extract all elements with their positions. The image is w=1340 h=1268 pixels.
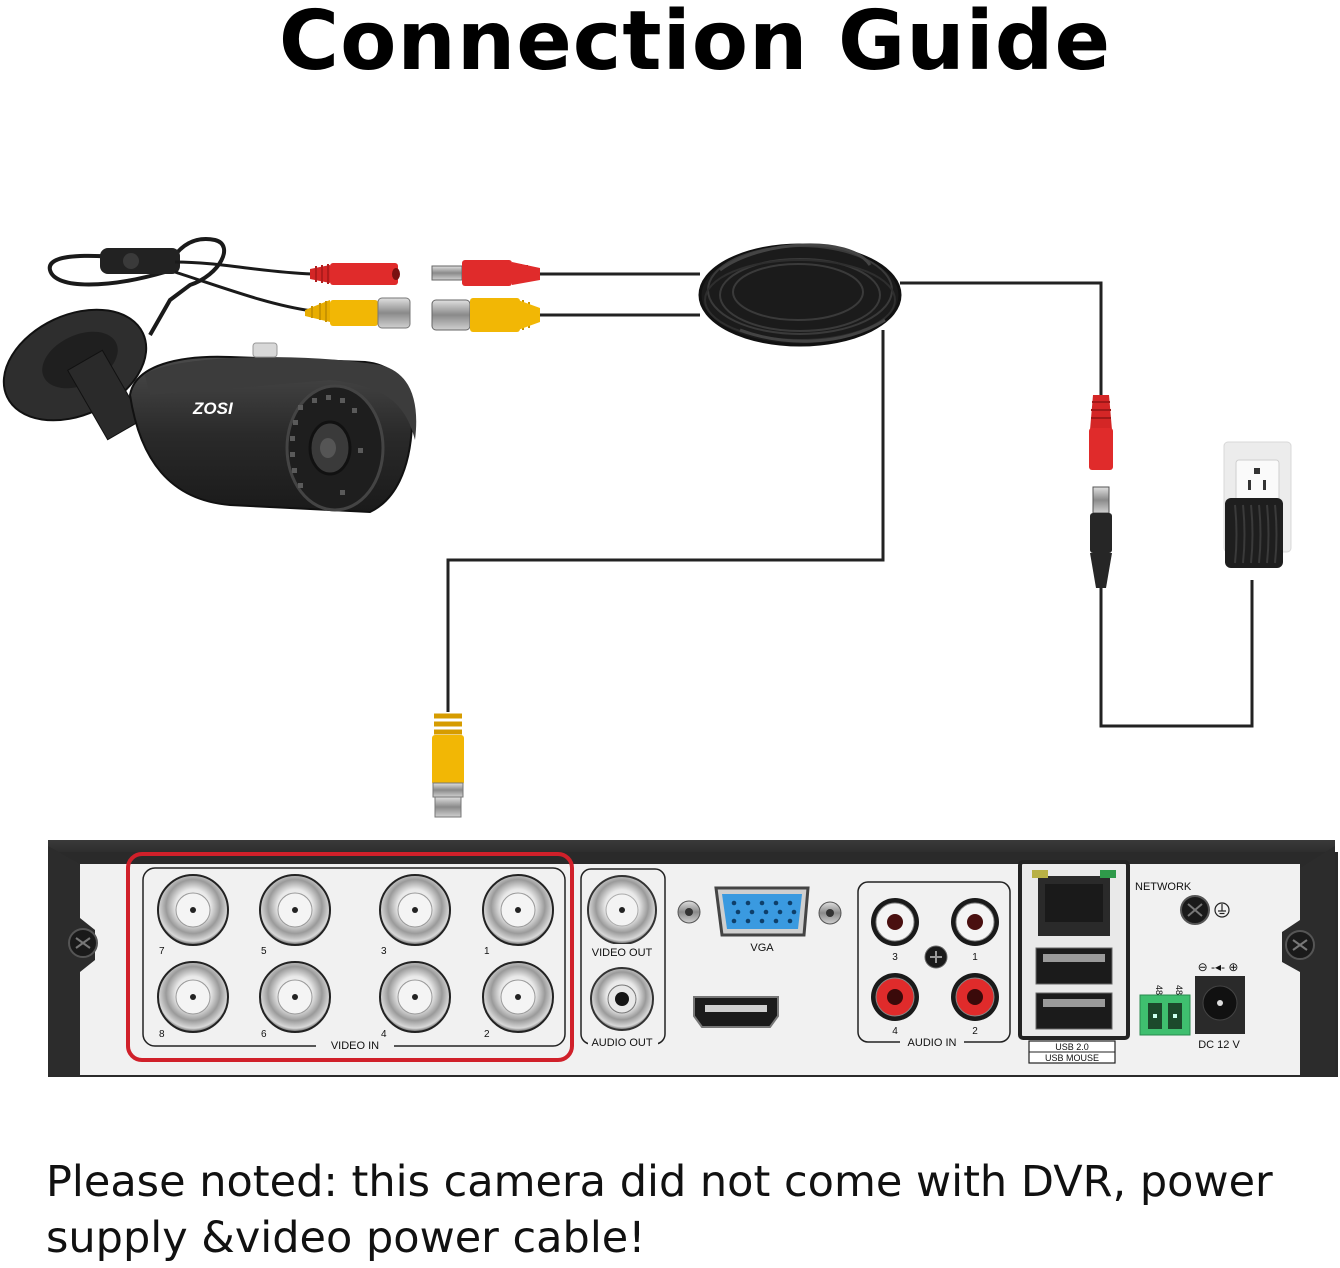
video-in-port-label: 6: [261, 1029, 267, 1040]
video-in-ports: 7 5 3 1 8 6 4 2: [157, 874, 554, 1040]
usb-label-line2: USB MOUSE: [1045, 1053, 1099, 1063]
camera-adjust-knob: [252, 342, 278, 358]
video-in-port-7[interactable]: [157, 874, 229, 946]
network-led-right: [1100, 870, 1116, 878]
audio-in-port-4[interactable]: [871, 973, 919, 1021]
video-in-port-label: 4: [381, 1029, 387, 1040]
audio-out-port[interactable]: [590, 967, 654, 1031]
video-in-port-2[interactable]: [482, 961, 554, 1033]
video-in-port-5[interactable]: [259, 874, 331, 946]
audio-in-port-label: 1: [972, 952, 978, 963]
video-in-port-label: 8: [159, 1029, 165, 1040]
video-in-port-label: 5: [261, 946, 267, 957]
video-in-port-label: 3: [381, 946, 387, 957]
video-in-port-8[interactable]: [157, 961, 229, 1033]
video-out-port[interactable]: [587, 875, 657, 945]
power-female-connector: [1089, 395, 1113, 470]
video-in-port-4[interactable]: [379, 961, 451, 1033]
bullet-camera: ZOSI: [2, 237, 417, 514]
power-adapter: [1225, 498, 1283, 568]
cable-bnc-plug: [431, 298, 540, 332]
video-cable-line: [446, 330, 885, 712]
adapter-cable-line: [1099, 580, 1254, 728]
video-in-label: VIDEO IN: [331, 1040, 379, 1052]
cable-junction: [100, 248, 180, 274]
video-in-port-label: 7: [159, 946, 165, 957]
audio-in-port-label: 4: [892, 1026, 898, 1037]
audio-in-port-2[interactable]: [951, 973, 999, 1021]
camera-power-connector: [310, 263, 400, 285]
dvr-right-bracket: [1282, 846, 1335, 1075]
audio-in-port-3[interactable]: [871, 898, 919, 946]
video-in-port-label: 2: [484, 1029, 490, 1040]
ground-symbol-icon: [1214, 902, 1230, 918]
cable-lines: [446, 272, 1254, 728]
power-male-plug: [1090, 486, 1112, 588]
vga-label: VGA: [750, 942, 774, 954]
network-led-left: [1032, 870, 1048, 878]
camera-lens-center: [320, 438, 336, 458]
audio-out-label: AUDIO OUT: [591, 1037, 652, 1049]
camera-video-connector: [305, 297, 411, 329]
cable-junction-button: [123, 253, 139, 269]
dc-power-jack[interactable]: [1195, 976, 1245, 1034]
dvr-bnc-plug: [432, 713, 464, 818]
usb-port-2[interactable]: [1035, 992, 1113, 1030]
video-in-port-1[interactable]: [482, 874, 554, 946]
camera-brand-label: ZOSI: [192, 399, 234, 418]
video-in-port-label: 1: [484, 946, 490, 957]
usb-label-line1: USB 2.0: [1055, 1042, 1089, 1052]
vga-port[interactable]: [714, 886, 810, 937]
cable-coil: [698, 243, 902, 347]
dvr-left-bracket: [48, 846, 95, 1075]
video-in-highlight-box: [126, 852, 574, 1062]
page-title: Connection Guide: [278, 0, 1112, 89]
video-in-port-6[interactable]: [259, 961, 331, 1033]
camera-ir-leds: [290, 395, 363, 495]
network-port[interactable]: [1032, 870, 1116, 936]
polarity-label: ⊖ ‑◂‑ ⊕: [1198, 960, 1239, 974]
camera-wire-video: [174, 270, 313, 313]
camera-mount-arm: [66, 349, 144, 441]
video-out-label: VIDEO OUT: [592, 947, 653, 959]
hdmi-port[interactable]: [693, 996, 779, 1028]
audio-in-port-label: 3: [892, 952, 898, 963]
audio-in-label: AUDIO IN: [908, 1037, 957, 1049]
rs485-terminal-block[interactable]: [1139, 994, 1191, 1036]
power-label: DC 12 V: [1198, 1039, 1240, 1051]
network-label: NETWORK: [1135, 881, 1192, 893]
audio-in-ports: 3 1 4 2: [871, 898, 999, 1037]
audio-in-port-label: 2: [972, 1026, 978, 1037]
audio-in-port-1[interactable]: [951, 898, 999, 946]
power-cable-line: [900, 281, 1103, 395]
usb-port-1[interactable]: [1035, 947, 1113, 985]
footer-note: Please noted: this camera did not come w…: [46, 1157, 1273, 1263]
cable-power-plug: [431, 260, 540, 286]
video-in-port-3[interactable]: [379, 874, 451, 946]
camera-wire-power: [174, 260, 313, 276]
camera-sunshield: [145, 357, 417, 440]
